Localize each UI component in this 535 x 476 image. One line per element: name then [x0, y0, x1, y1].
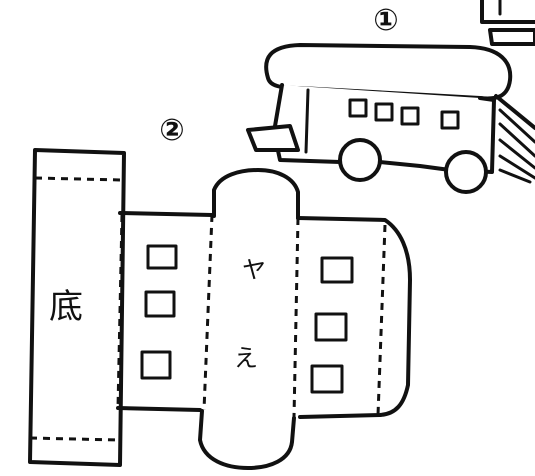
bottom-label: 底 — [49, 287, 83, 327]
bus-window — [374, 102, 394, 122]
window-mark — [320, 256, 354, 284]
window-mark — [140, 350, 172, 380]
paper-net-diagram: ② 底 ヤ — [28, 113, 412, 470]
middle-mark-top: ヤ — [242, 256, 266, 284]
side-panels: ヤ え — [116, 211, 412, 419]
middle-mark-bottom: え — [234, 344, 258, 372]
bottom-panel: 底 — [28, 148, 126, 467]
bus-window — [440, 110, 460, 130]
figure-1-number: ① — [373, 3, 398, 38]
bus-figure: ① — [246, 0, 535, 194]
window-mark — [310, 364, 344, 394]
top-tab — [212, 168, 300, 220]
bus-wheel — [444, 150, 488, 194]
bus-wheel — [338, 138, 382, 182]
bottom-tab — [198, 409, 296, 470]
bus-icon — [246, 43, 535, 194]
building-corner-icon — [480, 0, 535, 46]
window-mark — [314, 312, 348, 342]
window-mark — [146, 244, 178, 270]
bus-window — [348, 98, 368, 118]
window-mark — [144, 290, 176, 318]
figure-2-number: ② — [159, 113, 184, 148]
bus-window — [400, 106, 420, 126]
